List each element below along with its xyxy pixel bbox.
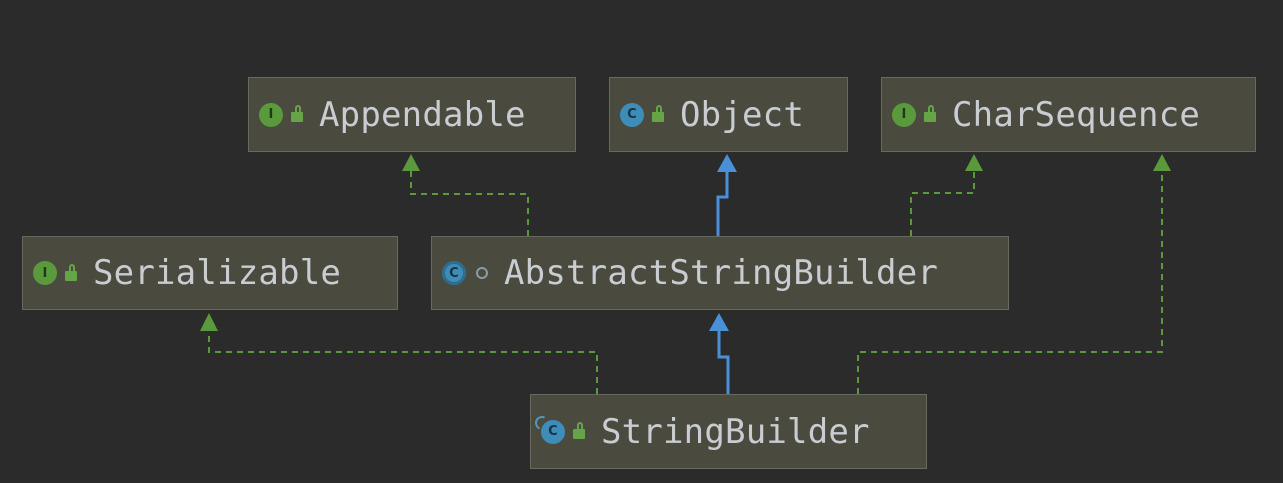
arrowhead-charsequence-right <box>1153 154 1171 171</box>
node-object[interactable]: C Object <box>609 77 848 152</box>
arrowhead-object <box>717 154 737 172</box>
lock-icon <box>65 263 77 281</box>
lock-icon <box>573 422 585 439</box>
node-label-stringbuilder: StringBuilder <box>601 411 870 452</box>
package-private-icon <box>476 267 488 279</box>
edge-stringbuilder-implements-serializable <box>208 326 598 394</box>
lock-icon <box>291 105 303 122</box>
interface-badge-icon: I <box>259 102 283 127</box>
edge-stringbuilder-extends-abstractstringbuilder <box>717 328 730 394</box>
arrowhead-abstractstringbuilder <box>709 313 729 331</box>
arrowhead-charsequence-left <box>965 154 983 171</box>
node-appendable[interactable]: I Appendable <box>248 77 576 152</box>
node-label-serializable: Serializable <box>93 253 342 293</box>
node-charsequence[interactable]: I CharSequence <box>881 77 1256 152</box>
abstract-class-badge-icon: C <box>442 261 466 285</box>
lock-icon <box>924 105 936 122</box>
node-serializable[interactable]: I Serializable <box>22 236 398 310</box>
node-stringbuilder[interactable]: C StringBuilder <box>530 394 927 469</box>
node-abstractstringbuilder[interactable]: C AbstractStringBuilder <box>431 236 1009 310</box>
lock-icon <box>652 105 664 122</box>
node-label-abstractstringbuilder: AbstractStringBuilder <box>504 253 939 293</box>
arrowhead-appendable <box>402 154 420 171</box>
node-label-object: Object <box>680 94 805 135</box>
node-label-appendable: Appendable <box>319 94 526 135</box>
class-badge-icon: C <box>533 413 565 444</box>
arrowhead-serializable <box>200 313 218 331</box>
edge-abstractstringbuilder-implements-charsequence <box>910 166 975 236</box>
interface-badge-icon: I <box>892 102 916 127</box>
edge-abstractstringbuilder-implements-appendable <box>410 166 529 236</box>
edge-abstractstringbuilder-extends-object <box>716 170 729 236</box>
class-badge-icon: C <box>620 102 644 127</box>
node-label-charsequence: CharSequence <box>952 94 1201 135</box>
interface-badge-icon: I <box>33 261 57 285</box>
